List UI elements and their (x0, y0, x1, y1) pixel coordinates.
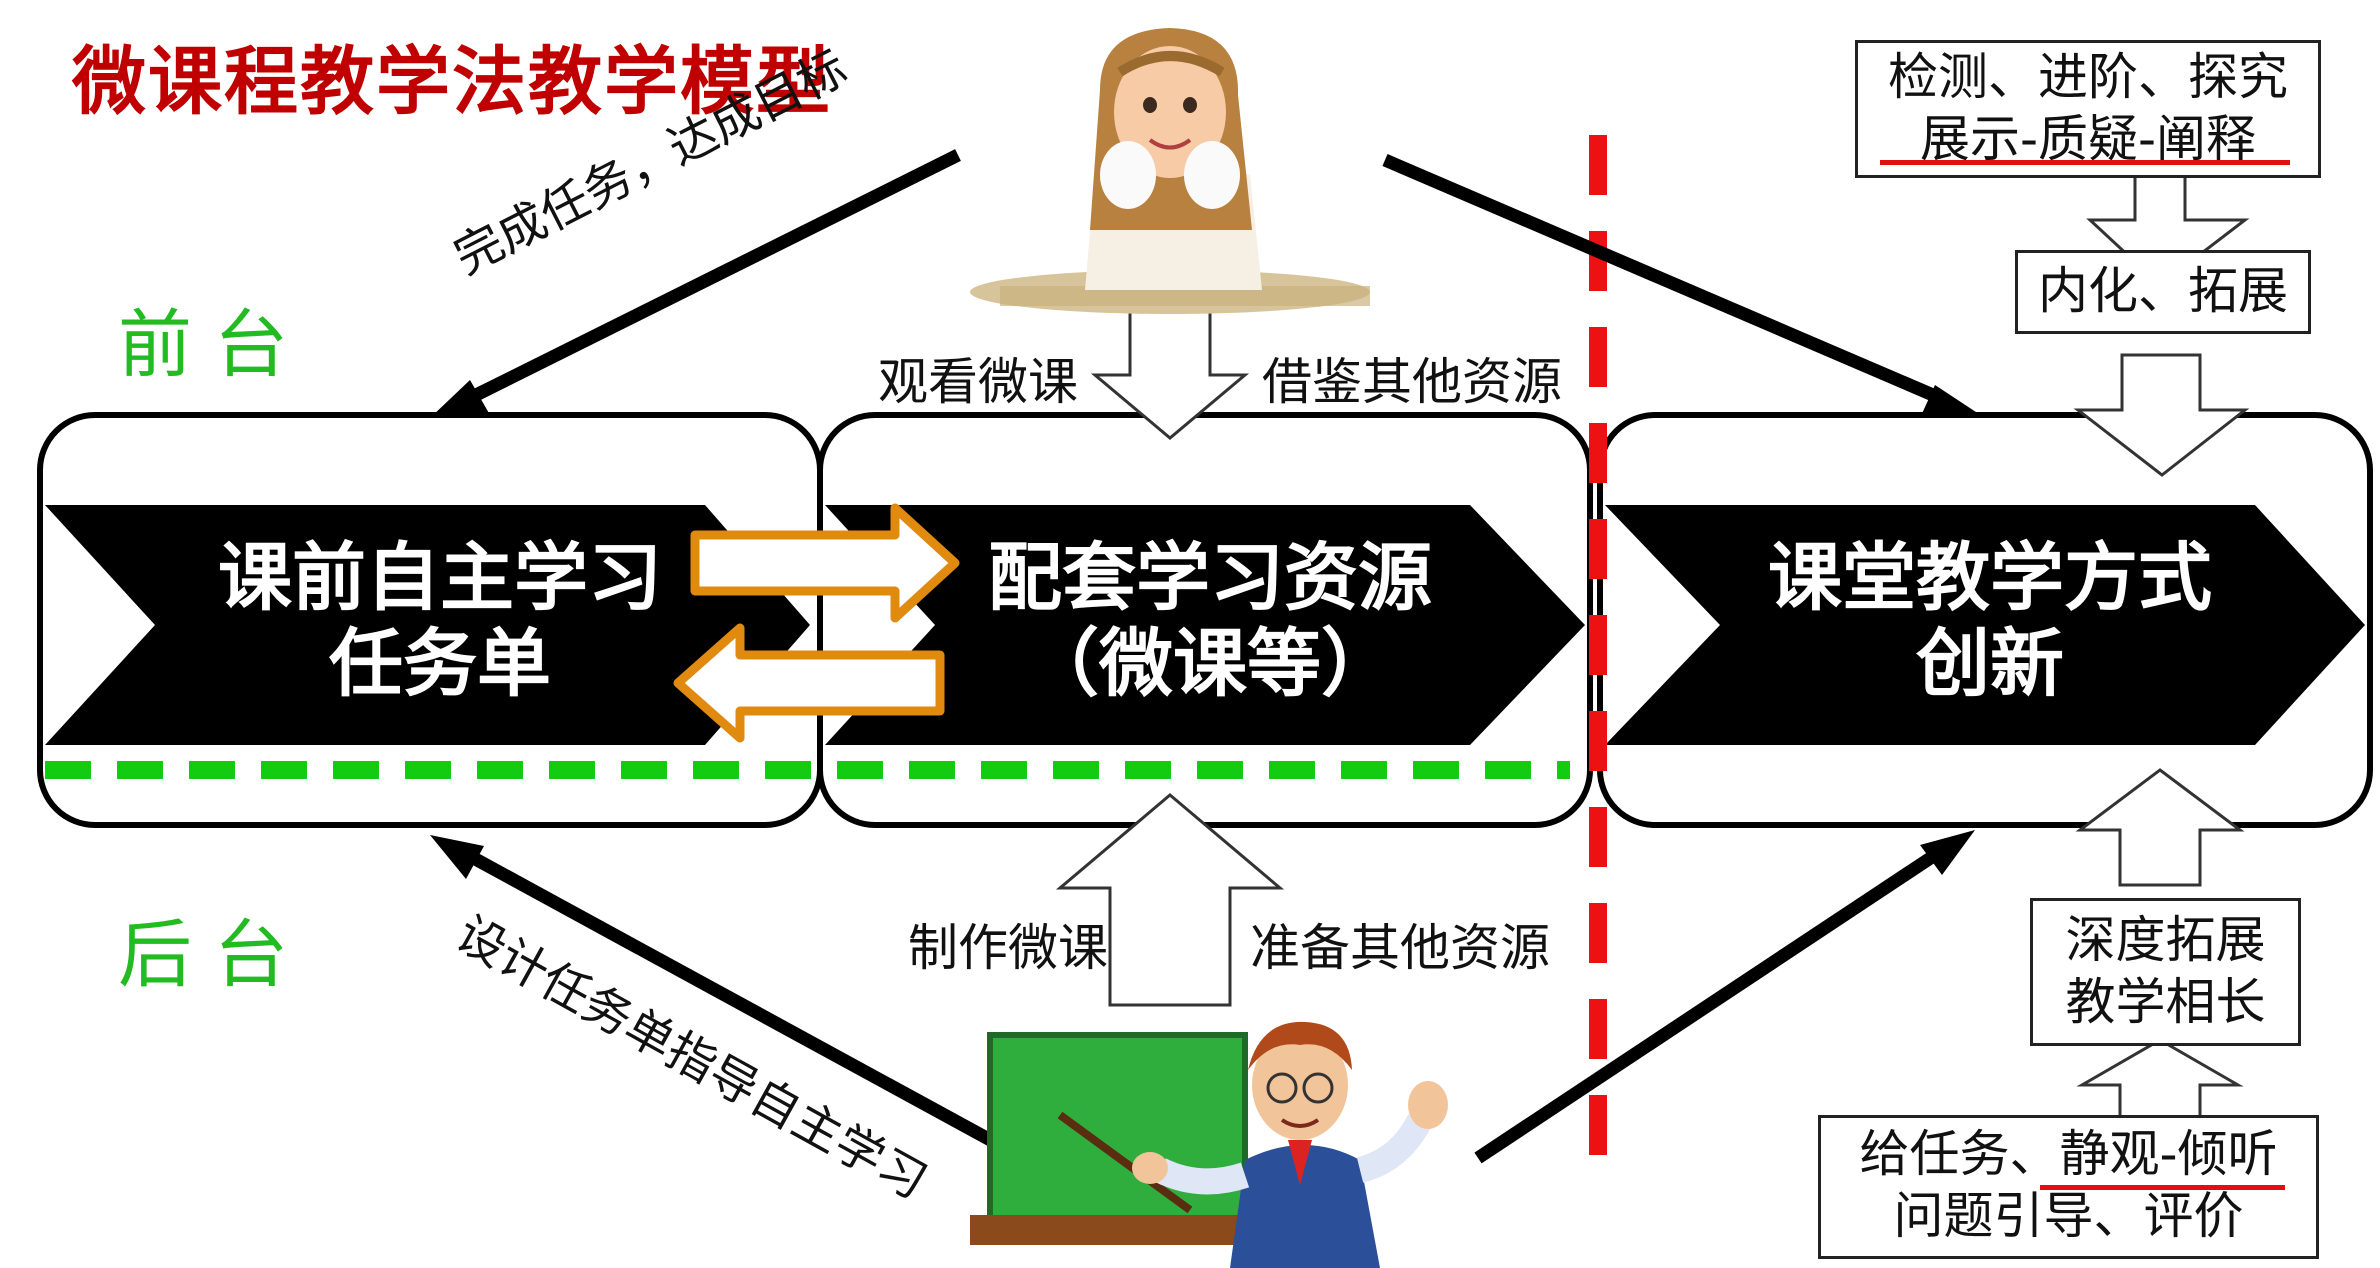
student-girl-image (970, 28, 1370, 314)
arrow-up-make (1055, 793, 1285, 1007)
red-underline-bottom (2040, 1185, 2285, 1190)
box-bottom-line1: 给任务、静观-倾听 (1859, 1125, 2278, 1183)
box-bottom-line2: 问题引导、评价 (1893, 1187, 2244, 1245)
box-top-line2: 展示-质疑-阐释 (1919, 110, 2257, 168)
front-label: 前台 (118, 302, 310, 388)
stage-1-line2: 任务单 (329, 621, 551, 707)
arrow-up-deep (2075, 768, 2245, 887)
label-prepare: 准备其他资源 (1250, 919, 1550, 977)
label-borrow: 借鉴其他资源 (1262, 353, 1562, 411)
arrow-down-watch (1090, 310, 1250, 440)
orange-arrow-right (690, 503, 960, 623)
arrow-up-bottom-box (2076, 1038, 2244, 1120)
orange-arrow-left (673, 623, 945, 743)
arrow-girl-to-classroom (1382, 154, 1985, 418)
arrow-complete-task (430, 149, 961, 418)
red-underline-top (1880, 160, 2290, 165)
label-make: 制作微课 (908, 919, 1108, 977)
stage-3-line1: 课堂教学方式 (1768, 535, 2212, 621)
box-internalize: 内化、拓展 (2015, 250, 2311, 334)
stage-2-line1: 配套学习资源 (988, 535, 1432, 621)
box-deep: 深度拓展 教学相长 (2030, 898, 2301, 1046)
box-deep-line1: 深度拓展 (2065, 911, 2266, 969)
stage-2-text: 配套学习资源 （微课等） (910, 535, 1510, 707)
stage-3-line2: 创新 (1916, 621, 2064, 707)
stage-3-text: 课堂教学方式 创新 (1690, 535, 2290, 707)
stage-1-line1: 课前自主学习 (218, 535, 662, 621)
diagram-title: 微课程教学法教学模型 (72, 39, 832, 125)
label-watch: 观看微课 (878, 353, 1078, 411)
arrow-teacher-to-classroom (1474, 830, 1975, 1164)
teacher-image (970, 1021, 1448, 1268)
back-label: 后台 (118, 912, 310, 998)
stage-2-line2: （微课等） (1025, 621, 1395, 707)
box-top: 检测、进阶、探究 展示-质疑-阐释 (1855, 40, 2321, 178)
arrow-design-task (430, 835, 1009, 1154)
arrow-down-internalize (2073, 353, 2250, 477)
box-top-line1: 检测、进阶、探究 (1888, 48, 2288, 106)
chevron-3 (1605, 505, 2365, 745)
chevron-2 (825, 505, 1585, 745)
stage-1-text: 课前自主学习 任务单 (140, 535, 740, 707)
chevron-1 (45, 505, 810, 745)
box-deep-line2: 教学相长 (2065, 973, 2266, 1031)
